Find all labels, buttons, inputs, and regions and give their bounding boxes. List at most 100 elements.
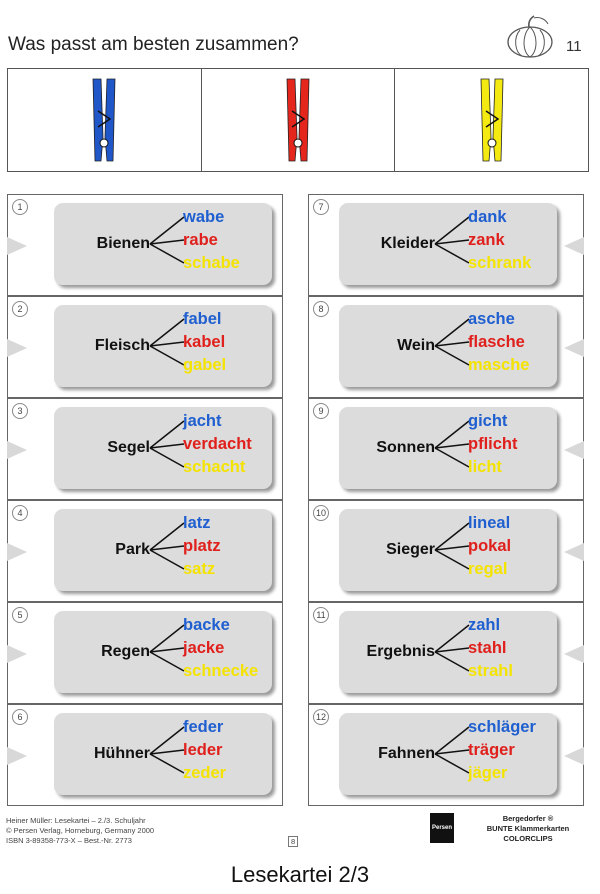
stem-word: Sonnen xyxy=(376,439,435,456)
page-title: Was passt am besten zusammen? xyxy=(8,34,299,55)
red-clothespin-icon xyxy=(286,78,310,162)
stem-word: Segel xyxy=(107,439,150,456)
branch-lines-icon xyxy=(149,726,185,774)
blue-ending: lineal xyxy=(468,514,511,532)
card-number: 2 xyxy=(12,301,28,317)
yellow-ending: gabel xyxy=(183,356,227,374)
card-number: 8 xyxy=(313,301,329,317)
page-number: 11 xyxy=(566,38,582,55)
yellow-ending: licht xyxy=(468,458,502,476)
stem-word: Bienen xyxy=(96,235,150,252)
card-number: 12 xyxy=(313,709,329,725)
yellow-ending: regal xyxy=(468,560,508,578)
branch-lines-icon xyxy=(149,318,185,366)
left-arrow-icon xyxy=(7,339,27,357)
branch-lines-icon xyxy=(434,726,470,774)
right-arrow-icon xyxy=(564,237,584,255)
card-number: 5 xyxy=(12,607,28,623)
yellow-ending: schacht xyxy=(183,458,246,476)
publisher-line: BUNTE Klammerkarten xyxy=(486,824,570,833)
branch-lines-icon xyxy=(149,624,185,672)
branch-lines-icon xyxy=(149,216,185,264)
card-number: 3 xyxy=(12,403,28,419)
stem-word: Ergebnis xyxy=(366,643,435,660)
pumpkin-icon xyxy=(507,15,553,58)
card-number: 1 xyxy=(12,199,28,215)
card-number: 11 xyxy=(313,607,329,623)
left-arrow-icon xyxy=(7,237,27,255)
blue-ending: zahl xyxy=(468,616,501,634)
left-arrow-icon xyxy=(7,747,27,765)
red-ending: leder xyxy=(183,741,223,759)
publisher-line: COLORCLIPS xyxy=(503,834,553,843)
branch-lines-icon xyxy=(434,624,470,672)
red-ending: kabel xyxy=(183,333,226,351)
footer-line: © Persen Verlag, Horneburg, Germany 2000 xyxy=(6,826,155,835)
card-number: 6 xyxy=(12,709,28,725)
right-arrow-icon xyxy=(564,747,584,765)
branch-lines-icon xyxy=(434,522,470,570)
red-ending: jacke xyxy=(183,639,225,657)
red-ending: verdacht xyxy=(183,435,252,453)
word-panel: Segel jacht verdacht schacht xyxy=(54,407,272,489)
stem-word: Kleider xyxy=(380,235,435,252)
left-arrow-icon xyxy=(7,543,27,561)
stem-word: Hühner xyxy=(94,745,150,762)
yellow-ending: schnecke xyxy=(183,662,259,680)
blue-ending: jacht xyxy=(183,412,222,430)
blue-ending: fabel xyxy=(183,310,222,328)
stem-word: Wein xyxy=(397,337,435,354)
card-number: 10 xyxy=(313,505,329,521)
ending-options: fabel kabel gabel xyxy=(183,308,226,377)
yellow-ending: schrank xyxy=(468,254,532,272)
card-number: 4 xyxy=(12,505,28,521)
branch-lines-icon xyxy=(434,318,470,366)
yellow-clothespin-icon xyxy=(480,78,504,162)
blue-ending: wabe xyxy=(183,208,225,226)
yellow-ending: zeder xyxy=(183,764,227,782)
publisher-info: Bergedorfer ® BUNTE Klammerkarten COLORC… xyxy=(462,814,594,844)
small-page-number: 8 xyxy=(288,836,299,847)
blue-ending: backe xyxy=(183,616,230,634)
red-ending: flasche xyxy=(468,333,525,351)
yellow-ending: schabe xyxy=(183,254,240,272)
ending-options: backe jacke schnecke xyxy=(183,614,258,683)
card-number: 7 xyxy=(313,199,329,215)
left-arrow-icon xyxy=(7,645,27,663)
publisher-line: Bergedorfer ® xyxy=(502,814,554,823)
card-number: 9 xyxy=(313,403,329,419)
clip-cell-yellow xyxy=(395,69,588,171)
right-arrow-icon xyxy=(564,441,584,459)
blue-ending: dank xyxy=(468,208,507,226)
blue-clothespin-icon xyxy=(92,78,116,162)
footer-line: ISBN 3-89358-773-X – Best.-Nr. 2773 xyxy=(6,836,132,845)
yellow-ending: jäger xyxy=(468,764,508,782)
right-arrow-icon xyxy=(564,543,584,561)
left-arrow-icon xyxy=(7,441,27,459)
yellow-ending: satz xyxy=(183,560,216,578)
red-ending: träger xyxy=(468,741,515,759)
clip-row xyxy=(7,68,589,172)
